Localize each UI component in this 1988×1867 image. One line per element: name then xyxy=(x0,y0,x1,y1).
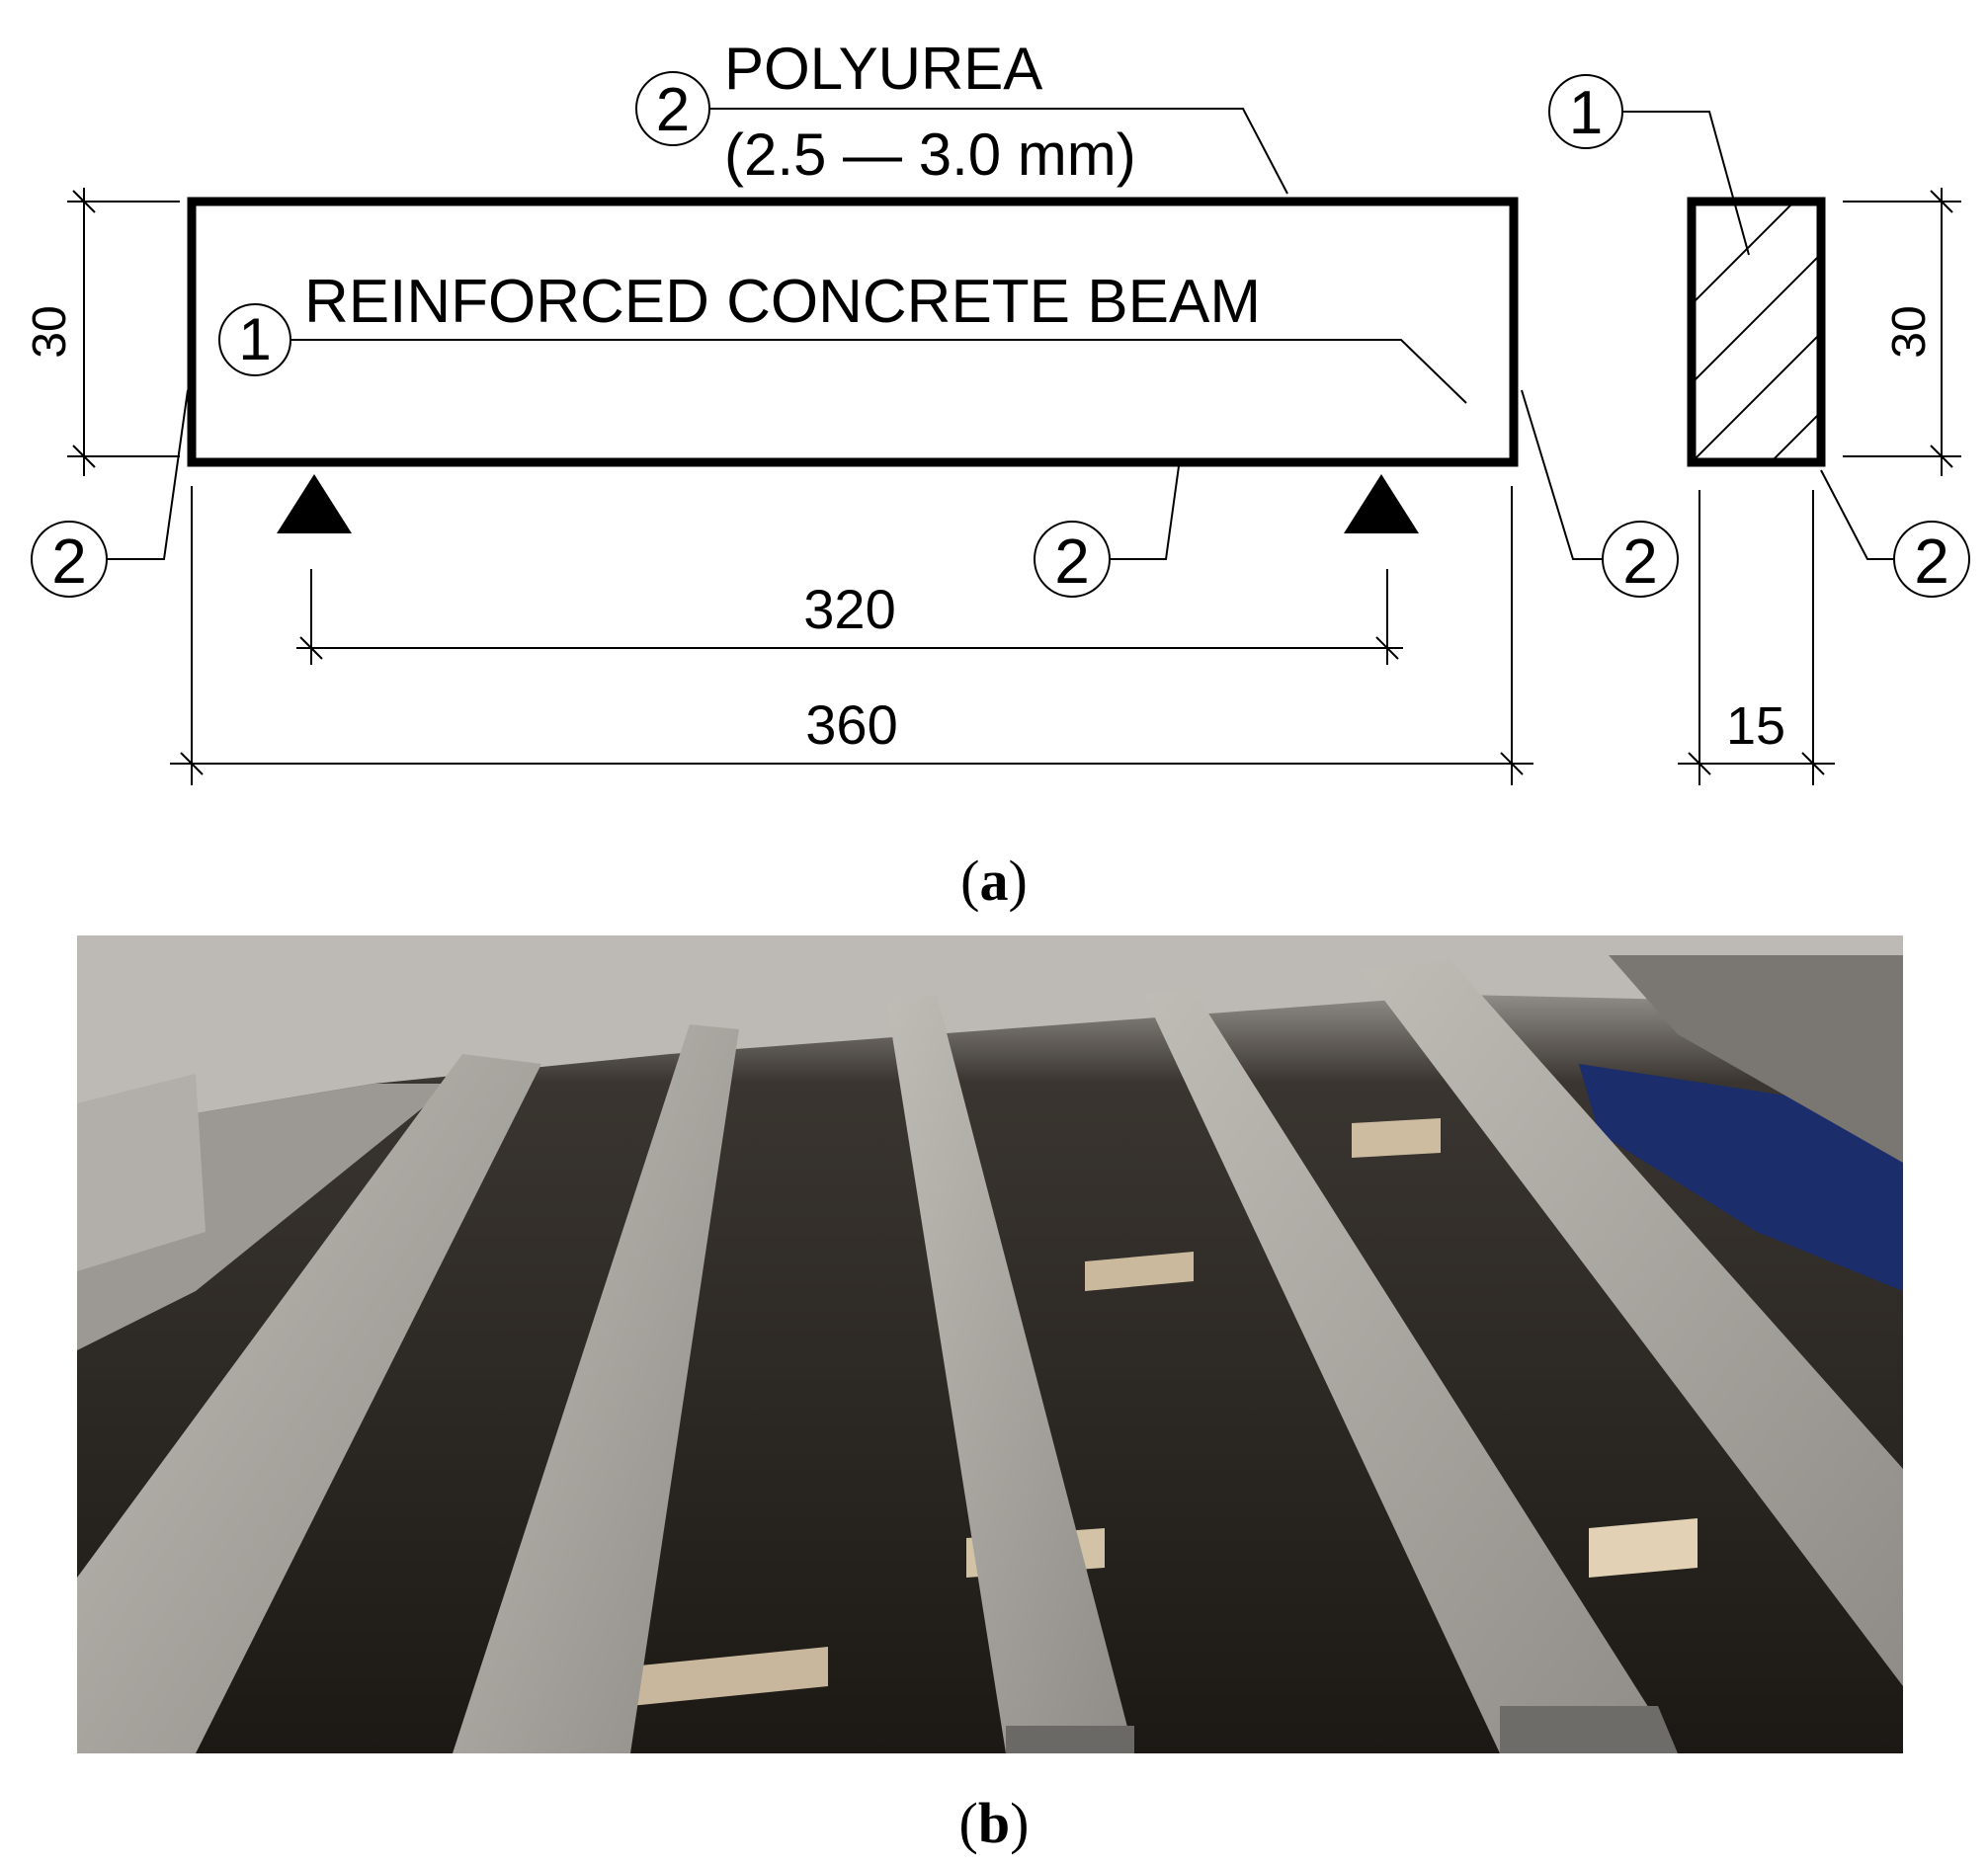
dim-width-label: 15 xyxy=(1726,696,1785,756)
support-left-triangle xyxy=(277,474,352,533)
callout-number-coating-left: 2 xyxy=(51,526,87,597)
callout-number-coating-top: 2 xyxy=(656,76,690,144)
callout-number-coating-bottom: 2 xyxy=(1054,526,1090,597)
callout-number-section-beam: 1 xyxy=(1569,79,1603,147)
section-hatch xyxy=(1695,204,1818,459)
dim-height-left-label: 30 xyxy=(24,305,76,358)
callout-number-section-coating: 2 xyxy=(1914,526,1949,597)
dim-height-left xyxy=(67,188,180,476)
beam-label: REINFORCED CONCRETE BEAM xyxy=(304,268,1261,336)
leader-coating-left xyxy=(107,389,189,560)
dim-length xyxy=(170,486,1533,785)
beam-schematic: 30 1 REINFORCED CONCRETE BEAM 2 POLYUREA… xyxy=(24,36,1970,785)
coating-label-line2: (2.5 — 3.0 mm) xyxy=(724,122,1136,188)
dim-length-label: 360 xyxy=(805,693,897,756)
caption-b: (b) xyxy=(958,1791,1030,1855)
leader-beam xyxy=(290,339,1467,404)
leader-coating-top xyxy=(709,108,1288,195)
beam-cross-section xyxy=(1687,197,1826,467)
leader-section-coating xyxy=(1820,469,1894,560)
dim-span-label: 320 xyxy=(803,578,895,640)
beam-elevation xyxy=(187,197,1519,467)
caption-a: (a) xyxy=(960,849,1028,913)
callout-number-beam: 1 xyxy=(238,306,271,372)
caption-a-letter: a xyxy=(979,849,1009,913)
beams-photo xyxy=(77,935,1903,1753)
caption-b-letter: b xyxy=(977,1791,1011,1855)
dim-span xyxy=(296,569,1403,665)
leader-section-beam xyxy=(1622,111,1750,256)
leader-coating-right xyxy=(1521,389,1603,560)
leader-coating-bottom xyxy=(1110,465,1180,560)
callout-number-coating-right: 2 xyxy=(1622,526,1658,597)
coating-label-line1: POLYUREA xyxy=(724,36,1042,102)
dim-height-right-label: 30 xyxy=(1883,305,1936,358)
dim-width xyxy=(1678,490,1835,785)
dim-height-right xyxy=(1843,188,1961,476)
support-right-triangle xyxy=(1344,474,1419,533)
